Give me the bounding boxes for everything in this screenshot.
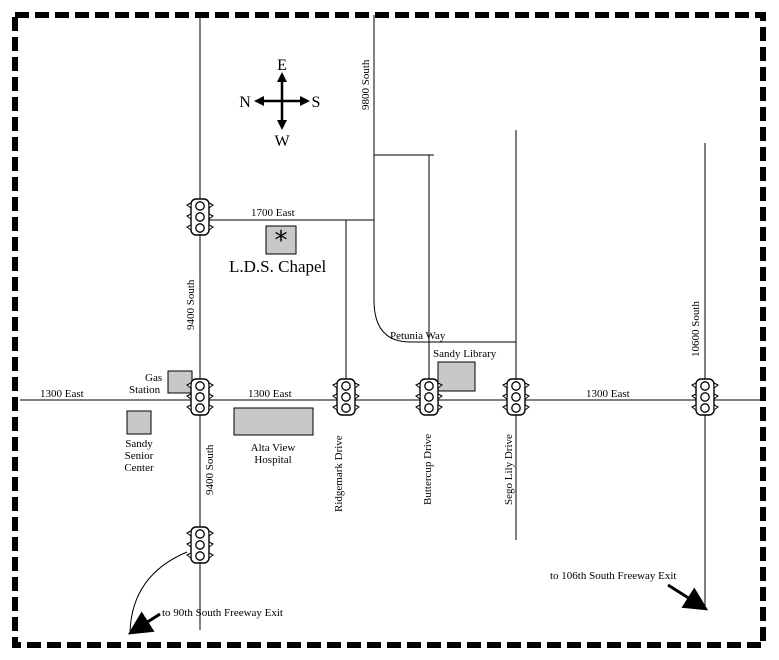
hospital-building <box>233 407 314 436</box>
label-senior-line3: Center <box>124 462 154 474</box>
traffic-light-icon <box>332 378 360 416</box>
gas-station-building <box>167 370 193 394</box>
traffic-light-icon <box>691 378 719 416</box>
label-buttercup-drive: Buttercup Drive <box>422 434 434 505</box>
traffic-light-icon <box>186 526 214 564</box>
label-1300-east-west: 1300 East <box>40 388 84 400</box>
compass-west-label: W <box>274 133 290 150</box>
label-10600-south: 10600 South <box>690 301 702 357</box>
label-senior-line1: Sandy <box>125 438 153 450</box>
compass-east-label: E <box>277 57 287 74</box>
label-petunia-way: Petunia Way <box>390 330 446 342</box>
label-1700-east: 1700 East <box>251 207 295 219</box>
compass-icon <box>254 72 310 130</box>
label-9400-south-upper: 9400 South <box>185 279 197 330</box>
map-border <box>12 12 766 648</box>
compass-north-label: N <box>239 94 251 111</box>
label-90th-exit: to 90th South Freeway Exit <box>162 607 283 619</box>
compass-south-label: S <box>312 94 321 111</box>
label-sego-lily-drive: Sego Lily Drive <box>503 434 515 505</box>
traffic-light-icon <box>186 198 214 236</box>
chapel-symbol: * <box>275 226 288 256</box>
label-lds-chapel: L.D.S. Chapel <box>229 257 327 276</box>
road-9800-south-petunia <box>373 15 516 343</box>
traffic-light-icon <box>186 378 214 416</box>
label-senior-line2: Senior <box>125 450 154 462</box>
label-1300-east-east: 1300 East <box>586 388 630 400</box>
label-106th-exit: to 106th South Freeway Exit <box>550 570 677 582</box>
label-ridgemark-drive: Ridgemark Drive <box>333 435 345 512</box>
traffic-light-icon <box>415 378 443 416</box>
label-hospital-line1: Alta View <box>251 442 296 454</box>
label-sandy-library: Sandy Library <box>433 348 497 360</box>
senior-center-building <box>126 410 152 435</box>
label-9800-south: 9800 South <box>360 59 372 110</box>
label-9400-south-lower: 9400 South <box>204 444 216 495</box>
traffic-light-icon <box>502 378 530 416</box>
exit-curve <box>129 551 188 633</box>
arrow-90th-exit-icon <box>127 611 161 635</box>
label-hospital-line2: Hospital <box>254 454 291 466</box>
label-gas-line1: Gas <box>145 372 162 384</box>
label-1300-east-mid: 1300 East <box>248 388 292 400</box>
arrow-106th-exit-icon <box>667 583 709 611</box>
library-building <box>437 361 476 392</box>
chapel-building <box>265 225 297 255</box>
label-gas-line2: Station <box>129 384 161 396</box>
